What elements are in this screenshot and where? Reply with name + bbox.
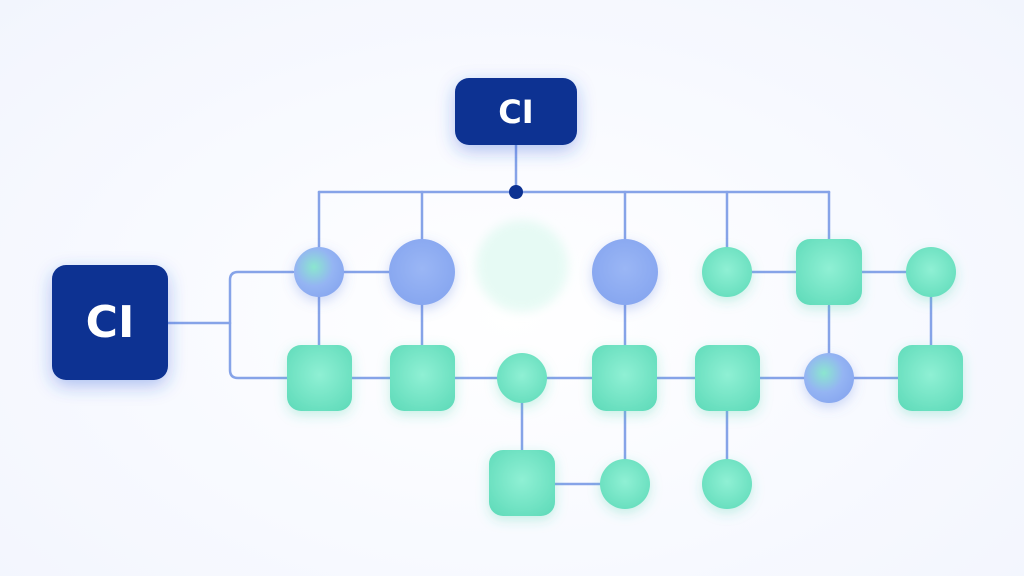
node-circle-blue <box>592 239 658 305</box>
node-square-teal <box>287 345 352 411</box>
node-square-teal <box>898 345 963 411</box>
left-ci-box-shape <box>52 265 168 380</box>
node-circle-blue <box>389 239 455 305</box>
node-circle-blue-teal <box>804 353 854 403</box>
node-circle-teal <box>702 247 752 297</box>
left-ci-node: CI <box>52 265 168 380</box>
ghost-node <box>476 220 568 312</box>
left-ci-label: CI <box>85 297 135 348</box>
junction-dot <box>509 185 523 199</box>
node-circle-teal <box>497 353 547 403</box>
node-square-teal <box>592 345 657 411</box>
node-circle-teal <box>702 459 752 509</box>
top-ci-node: CI <box>455 78 577 145</box>
top-ci-label: CI <box>498 92 534 131</box>
node-square-teal <box>796 239 862 305</box>
node-circle-blue-teal <box>294 247 344 297</box>
top-ci-box-shape <box>455 78 577 145</box>
node-circle-teal <box>600 459 650 509</box>
node-square-teal <box>390 345 455 411</box>
left-bracket-line <box>228 270 295 380</box>
node-circle-teal <box>906 247 956 297</box>
node-square-teal <box>489 450 555 516</box>
node-square-teal <box>695 345 760 411</box>
